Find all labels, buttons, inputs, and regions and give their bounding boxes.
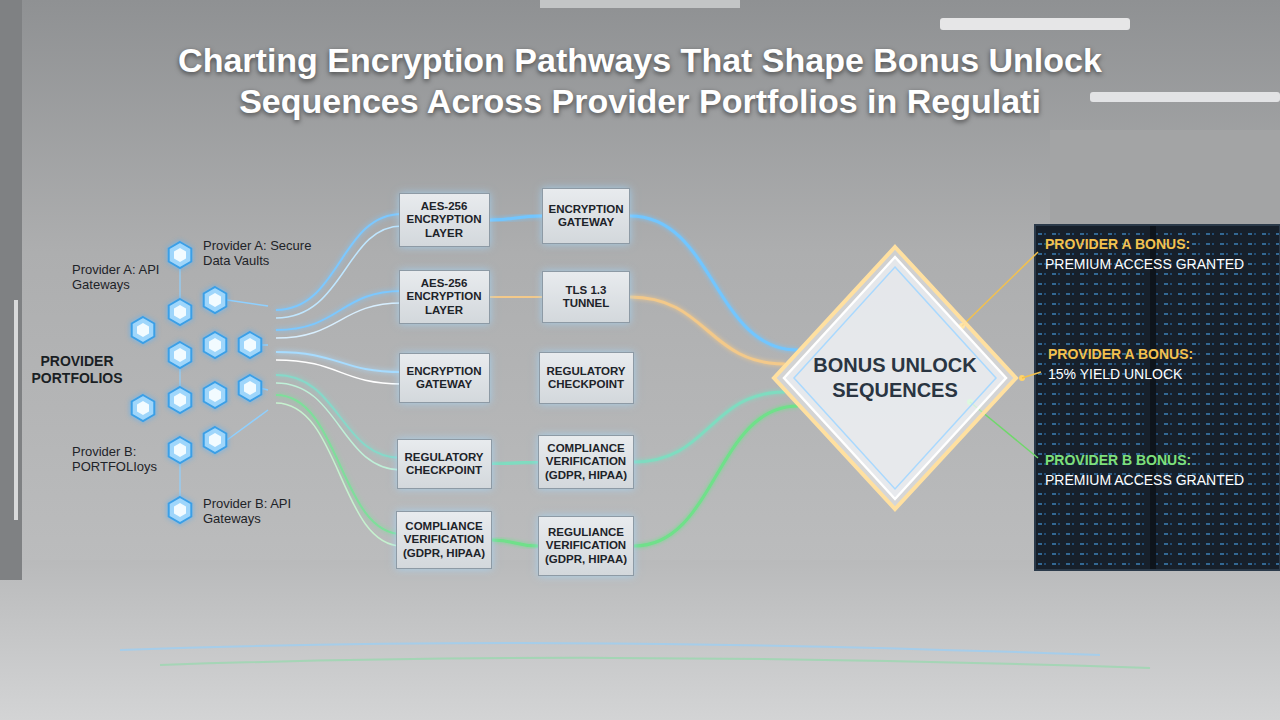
diamond-text-area: BONUS UNLOCK SEQUENCES bbox=[810, 243, 980, 513]
flow-connector bbox=[490, 295, 543, 298]
process-box: AES-256 ENCRYPTION LAYER bbox=[399, 270, 490, 324]
provider-label: Provider A: API Gateways bbox=[72, 262, 164, 293]
box-text: COMPLIANCE VERIFICATION (GDPR, HIPAA) bbox=[402, 520, 486, 560]
box-text: REGULATORY CHECKPOINT bbox=[403, 451, 486, 478]
box-text: AES-256 ENCRYPTION LAYER bbox=[405, 277, 484, 317]
flow-connector bbox=[490, 377, 539, 380]
process-box: ENCRYPTION GATEWAY bbox=[399, 353, 490, 403]
bonus-heading: PROVIDER A BONUS: bbox=[1045, 236, 1190, 253]
bonus-value: PREMIUM ACCESS GRANTED bbox=[1045, 256, 1244, 273]
box-text: ENCRYPTION GATEWAY bbox=[405, 365, 484, 392]
flow-connector bbox=[630, 216, 798, 350]
diagram-title: Charting Encryption Pathways That Shape … bbox=[100, 40, 1180, 123]
process-box: COMPLIANCE VERIFICATION (GDPR, HIPAA) bbox=[538, 435, 634, 489]
box-text: AES-256 ENCRYPTION LAYER bbox=[405, 200, 484, 240]
process-box: REGULATORY CHECKPOINT bbox=[397, 439, 492, 489]
box-text: ENCRYPTION GATEWAY bbox=[548, 203, 624, 230]
process-box: REGULIANCE VERIFICATION (GDPR, HIPAA) bbox=[538, 516, 634, 576]
flow-connector bbox=[492, 540, 538, 546]
box-text: COMPLIANCE VERIFICATION (GDPR, HIPAA) bbox=[544, 442, 628, 482]
provider-label: Provider A: Secure Data Vaults bbox=[203, 238, 338, 269]
flow-connector bbox=[634, 392, 785, 462]
process-box: REGULATORY CHECKPOINT bbox=[539, 352, 634, 404]
bonus-value: 15% YIELD UNLOCK bbox=[1048, 366, 1182, 383]
box-text: REGULATORY CHECKPOINT bbox=[545, 365, 628, 392]
bonus-value: PREMIUM ACCESS GRANTED bbox=[1045, 472, 1244, 489]
portfolio-heading: PROVIDER PORTFOLIOS bbox=[24, 353, 130, 386]
provider-label: Provider B: API Gateways bbox=[203, 496, 298, 527]
diamond-text: BONUS UNLOCK SEQUENCES bbox=[810, 353, 980, 403]
bonus-heading: PROVIDER A BONUS: bbox=[1048, 346, 1193, 363]
box-text: REGULIANCE VERIFICATION (GDPR, HIPAA) bbox=[544, 526, 628, 566]
flow-connector bbox=[634, 406, 798, 546]
provider-label: Provider B: PORTFOLIoys bbox=[72, 444, 164, 475]
flow-connector bbox=[490, 216, 543, 220]
flow-connector bbox=[630, 297, 785, 364]
decision-diamond: BONUS UNLOCK SEQUENCES bbox=[770, 243, 1020, 513]
bonus-heading: PROVIDER B BONUS: bbox=[1045, 452, 1191, 469]
process-box: TLS 1.3 TUNNEL bbox=[542, 271, 630, 323]
diamond-outline bbox=[770, 243, 1020, 513]
process-box: ENCRYPTION GATEWAY bbox=[542, 188, 630, 244]
process-box: COMPLIANCE VERIFICATION (GDPR, HIPAA) bbox=[396, 511, 492, 569]
flow-connector bbox=[492, 462, 539, 464]
flow-connector bbox=[634, 377, 773, 380]
box-text: TLS 1.3 TUNNEL bbox=[548, 284, 624, 311]
process-box: AES-256 ENCRYPTION LAYER bbox=[399, 193, 490, 247]
